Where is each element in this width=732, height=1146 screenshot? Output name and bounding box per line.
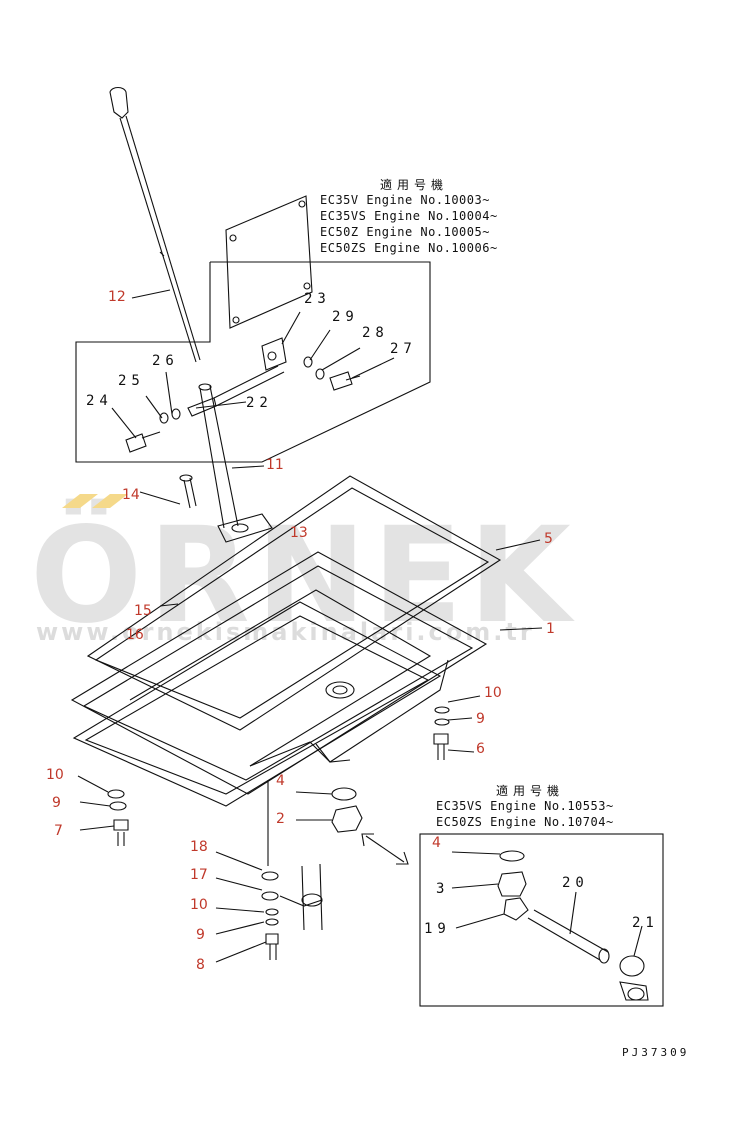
callout-12: 12 bbox=[108, 289, 126, 305]
drawing-code: PJ37309 bbox=[622, 1046, 690, 1059]
callout-18: 18 bbox=[190, 839, 208, 855]
tube-flange bbox=[217, 513, 273, 543]
callout-6: 6 bbox=[476, 741, 485, 757]
applicability-heading-bottom: 適用号機 bbox=[496, 784, 565, 798]
applicability-line: EC50ZS Engine No.10704~ bbox=[436, 815, 614, 829]
applicability-line: EC50Z Engine No.10005~ bbox=[320, 225, 490, 239]
callout-9: 9 bbox=[52, 795, 61, 811]
cover-plate bbox=[225, 195, 313, 329]
callout-19: 19 bbox=[424, 921, 451, 937]
callout-8: 8 bbox=[196, 957, 205, 973]
watermark-url: www.ornekismakinalari.com.tr bbox=[36, 618, 535, 646]
bolt-27 bbox=[329, 371, 353, 391]
dipstick bbox=[109, 86, 129, 119]
callout-15: 15 bbox=[134, 603, 152, 619]
callout-5: 5 bbox=[544, 531, 553, 547]
oil-pan-rim bbox=[70, 551, 488, 795]
applicability-heading-top: 適用号機 bbox=[380, 178, 449, 192]
applicability-line: EC50ZS Engine No.10006~ bbox=[320, 241, 498, 255]
bolt-24 bbox=[125, 433, 147, 453]
callout-13: 13 bbox=[290, 525, 308, 541]
callout-20: 20 bbox=[562, 875, 589, 891]
callout-10: 10 bbox=[484, 685, 502, 701]
callout-26: 26 bbox=[152, 353, 179, 369]
upper-gasket bbox=[86, 475, 502, 731]
callout-16: 16 bbox=[126, 627, 144, 643]
callout-9: 9 bbox=[196, 927, 205, 943]
callout-10: 10 bbox=[190, 897, 208, 913]
callout-27: 27 bbox=[390, 341, 417, 357]
callout-21: 21 bbox=[632, 915, 659, 931]
applicability-line: EC35V Engine No.10003~ bbox=[320, 193, 490, 207]
callout-3: 3 bbox=[436, 881, 450, 897]
applicability-line: EC35VS Engine No.10004~ bbox=[320, 209, 498, 223]
callout-4: 4 bbox=[276, 773, 285, 789]
callout-22: 22 bbox=[246, 395, 273, 411]
callout-29: 29 bbox=[332, 309, 359, 325]
callout-14: 14 bbox=[122, 487, 140, 503]
applicability-line: EC35VS Engine No.10553~ bbox=[436, 799, 614, 813]
detail-frame-top bbox=[75, 261, 431, 463]
callout-17: 17 bbox=[190, 867, 208, 883]
callout-2: 2 bbox=[276, 811, 285, 827]
watermark-accent bbox=[92, 494, 128, 508]
callout-10: 10 bbox=[46, 767, 64, 783]
callout-23: 23 bbox=[304, 291, 331, 307]
callout-7: 7 bbox=[54, 823, 63, 839]
guide-tube bbox=[199, 387, 225, 529]
callout-4: 4 bbox=[432, 835, 441, 851]
callout-24: 24 bbox=[86, 393, 113, 409]
detail-frame-bottom bbox=[419, 833, 664, 1007]
lower-gasket bbox=[72, 601, 442, 807]
watermark-accent bbox=[62, 494, 98, 508]
callout-1: 1 bbox=[546, 621, 555, 637]
callout-11: 11 bbox=[266, 457, 284, 473]
callout-25: 25 bbox=[118, 373, 145, 389]
callout-28: 28 bbox=[362, 325, 389, 341]
callout-9: 9 bbox=[476, 711, 485, 727]
